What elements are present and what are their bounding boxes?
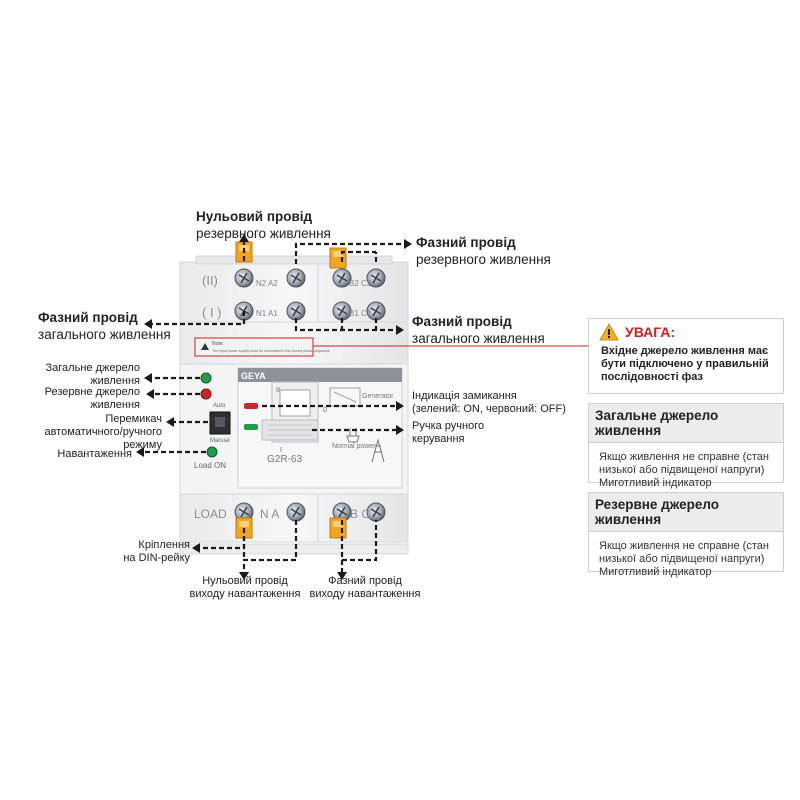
note-text: The input power supply must be connected…	[212, 349, 330, 353]
backup-source-panel-title: Резервне джерело живлення	[589, 493, 783, 532]
screw-load-a	[286, 502, 306, 522]
row-mid-symbol: ( I )	[202, 305, 222, 320]
label-din-line1: Кріплення	[138, 539, 190, 551]
label-manual-handle: Ручка ручного керування	[412, 420, 484, 446]
load-na: N A	[260, 507, 279, 521]
warning-header: УВАГА:	[589, 319, 783, 343]
label-phase-output-line1: Фазний провід	[328, 575, 402, 587]
label-mode-switch-line2: автоматичного/ручного	[44, 426, 162, 438]
note-box	[194, 337, 314, 357]
warning-text: Вхідне джерело живлення має бути підключ…	[601, 345, 769, 383]
note-title: Note:	[212, 341, 224, 347]
label-mode-switch-line3: режиму	[123, 439, 162, 451]
label-handle-line1: Ручка ручного	[412, 420, 485, 432]
label-backup-source: Резервне джерело живлення	[40, 386, 140, 412]
backup-source-indicator	[200, 388, 212, 400]
label-phase-backup-line1: Фазний провід	[416, 235, 516, 250]
label-phase-main-left-line1: Фазний провід	[38, 310, 138, 325]
load-indicator	[206, 446, 218, 458]
label-mode-switch-line1: Перемикач	[105, 413, 162, 425]
closing-indicator-red	[244, 403, 258, 409]
manual-label: Manual	[210, 438, 230, 444]
auto-label: Auto	[213, 403, 226, 409]
warning-panel: УВАГА: Вхідне джерело живлення має бути …	[588, 318, 784, 394]
label-din-rail: Кріплення на DIN-рейку	[90, 539, 190, 565]
main-source-panel: Загальне джерело живлення Якщо живлення …	[588, 403, 784, 489]
label-neutral-output-line1: Нульовий провід	[202, 575, 288, 587]
label-din-line2: на DIN-рейку	[123, 552, 190, 564]
label-main-source: Загальне джерело живлення	[40, 362, 140, 388]
row-top-symbol: (II)	[202, 273, 218, 288]
generator-label: Generator	[362, 393, 394, 400]
label-neutral-backup: Нульовий провід резервного живлення	[196, 208, 331, 242]
closing-indicator-green	[244, 424, 258, 430]
term-n1a1: N1 A1	[256, 309, 278, 318]
backup-source-panel-text1: Якщо живлення не справне (стан низької а…	[599, 540, 769, 565]
screw-a1	[286, 301, 306, 321]
brand-logo: GEYA	[241, 371, 266, 381]
backup-source-panel-text2: Миготливий індикатор	[599, 566, 712, 578]
label-backup-source-line2: живлення	[90, 399, 140, 411]
label-phase-backup: Фазний провід резервного живлення	[416, 234, 551, 268]
label-phase-main-left-line2: загального живлення	[38, 327, 171, 342]
label-neutral-output-line2: виходу навантаження	[189, 588, 301, 600]
roman-one: I	[280, 447, 282, 454]
label-handle-line2: керування	[412, 433, 465, 445]
term-b2c2: B2 C2	[349, 279, 372, 288]
label-neutral-backup-line1: Нульовий провід	[196, 209, 313, 224]
load-on-label: Load ON	[194, 461, 226, 470]
bottom-clip-right	[329, 517, 347, 539]
label-closing-line1: Індикація замикання	[412, 390, 517, 402]
screw-a2	[286, 268, 306, 288]
main-source-panel-text1: Якщо живлення не справне (стан низької а…	[599, 451, 769, 476]
roman-two: II	[276, 387, 280, 394]
label-phase-output-line2: виходу навантаження	[309, 588, 421, 600]
warning-title: УВАГА:	[625, 324, 676, 340]
label-backup-source-line1: Резервне джерело	[44, 386, 140, 398]
label-neutral-backup-line2: резервного живлення	[196, 226, 331, 241]
term-b1c1: B1 C1	[349, 309, 372, 318]
label-phase-main-left: Фазний провід загального живлення	[38, 309, 171, 343]
normal-power-label: Normal power	[332, 443, 376, 450]
leader-arrows	[136, 234, 412, 580]
label-phase-main-right-line2: загального живлення	[412, 331, 545, 346]
label-closing-line2: (зелений: ON, червоний: OFF)	[412, 403, 566, 415]
leader-lines	[142, 240, 406, 574]
backup-source-panel: Резервне джерело живлення Якщо живлення …	[588, 492, 784, 578]
load-text: LOAD	[194, 507, 227, 521]
label-phase-output: Фазний провід виходу навантаження	[300, 575, 430, 601]
label-phase-main-right-line1: Фазний провід	[412, 314, 512, 329]
main-source-indicator	[200, 372, 212, 384]
warning-icon	[599, 323, 619, 341]
label-load-line1: Навантаження	[57, 448, 132, 460]
label-phase-backup-line2: резервного живлення	[416, 252, 551, 267]
load-bc: B C	[350, 507, 370, 521]
label-main-source-line1: Загальне джерело	[45, 362, 140, 374]
tower-icon	[371, 438, 385, 463]
main-source-panel-body: Якщо живлення не справне (стан низької а…	[589, 443, 783, 498]
zero-mark: 0	[323, 407, 327, 414]
screw-n2	[234, 268, 254, 288]
label-phase-main-right: Фазний провід загального живлення	[412, 313, 545, 347]
label-closing-indication: Індикація замикання (зелений: ON, червон…	[412, 390, 566, 416]
backup-source-panel-body: Якщо живлення не справне (стан низької а…	[589, 532, 783, 587]
label-main-source-line2: живлення	[90, 375, 140, 387]
label-neutral-output: Нульовий провід виходу навантаження	[180, 575, 310, 601]
main-source-panel-title: Загальне джерело живлення	[589, 404, 783, 443]
main-source-panel-text2: Миготливий індикатор	[599, 477, 712, 489]
label-load: Навантаження	[20, 448, 132, 461]
term-n2a2: N2 A2	[256, 279, 278, 288]
model-label: G2R-63	[267, 454, 302, 465]
label-mode-switch: Перемикач автоматичного/ручного режиму	[20, 413, 162, 452]
